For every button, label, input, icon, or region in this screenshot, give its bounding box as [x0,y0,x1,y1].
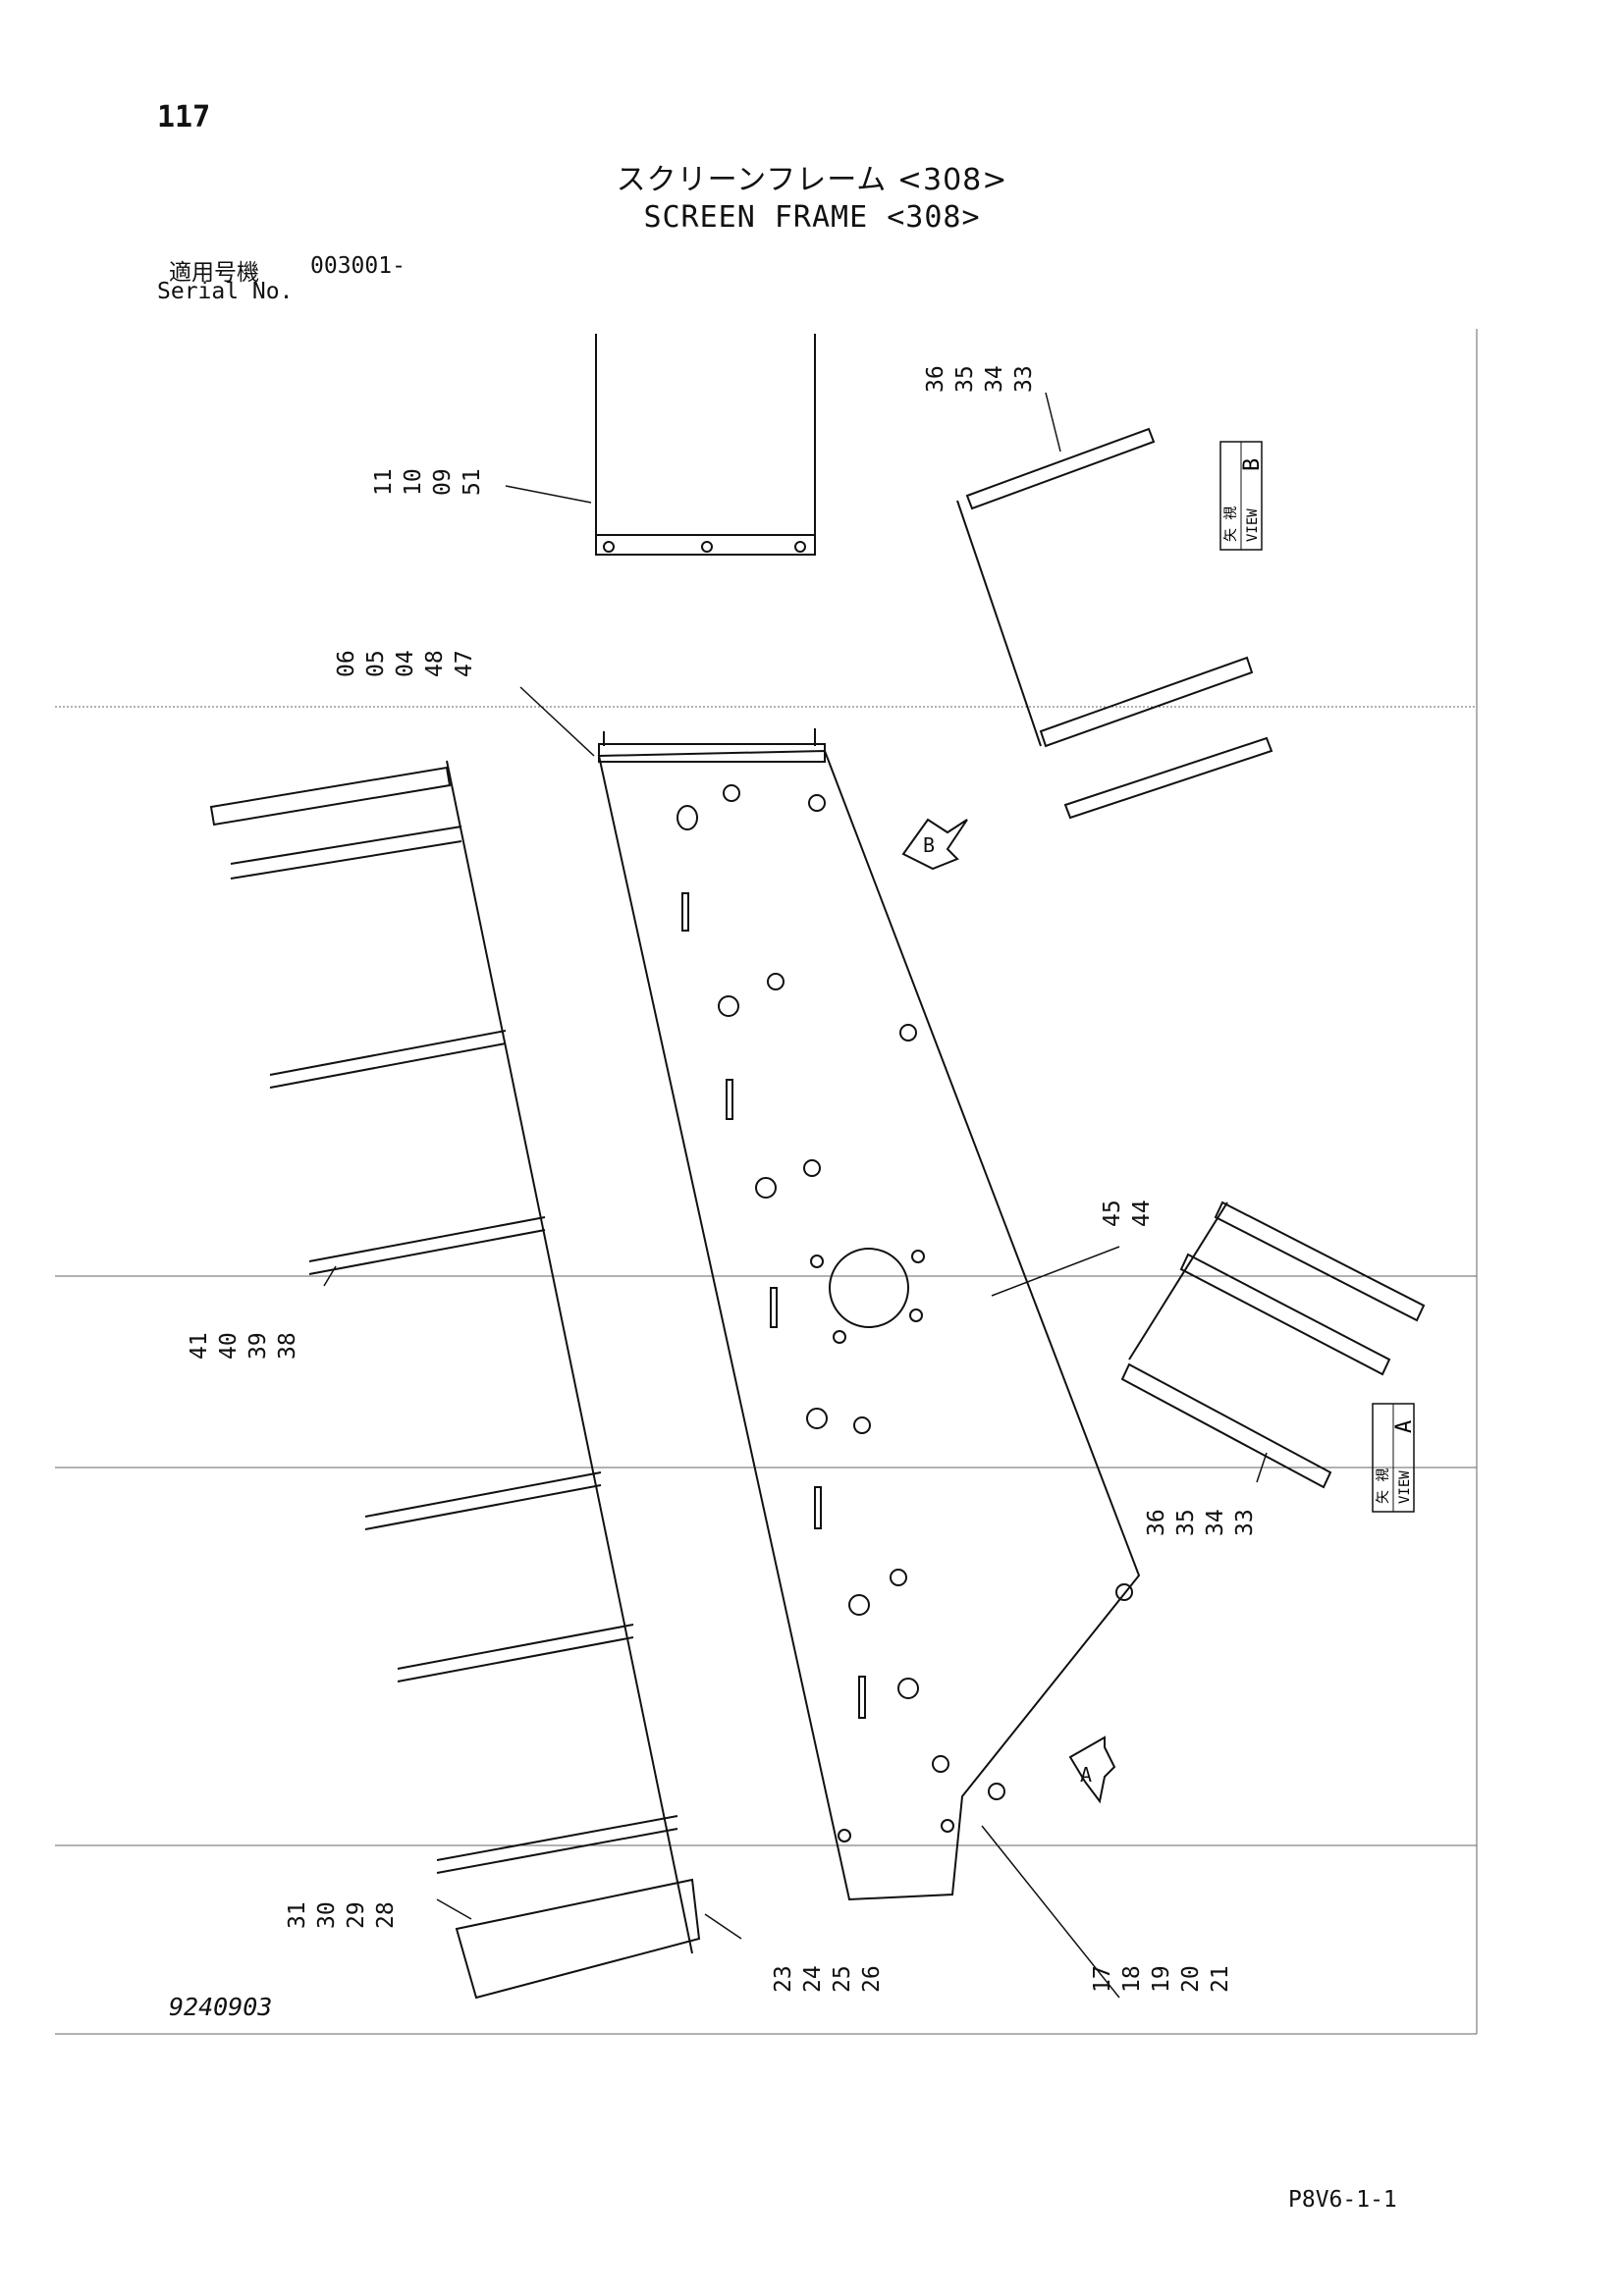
serial-label-english: Serial No. [157,279,294,304]
callout-41-38: 41 40 39 38 [187,1332,300,1360]
view-a-bracket [1120,1201,1426,1489]
callout-label: 35 [952,365,978,393]
main-frame-plate [597,728,1141,1901]
callout-label: 34 [1203,1509,1228,1536]
callout-label: 10 [401,468,426,496]
callout-label: 05 [363,650,389,677]
callout-label: 28 [373,1901,399,1929]
callout-label: 06 [334,650,359,677]
page-number: 117 [157,100,211,134]
callout-label: 47 [452,650,477,677]
view-a-jp: 矢 視 [1376,1468,1391,1504]
callout-label: 39 [245,1332,271,1360]
callout-label: 35 [1173,1509,1199,1536]
callout-label: 36 [1144,1509,1169,1536]
callout-label: 17 [1090,1965,1115,1993]
callout-label: 44 [1129,1200,1155,1227]
callout-label: 11 [371,468,397,496]
callout-45-44: 45 44 [1100,1200,1155,1227]
callout-label: 36 [923,365,948,393]
callout-36-33-right: 36 35 34 33 [1144,1509,1258,1536]
view-a-en: VIEW [1397,1470,1413,1504]
view-a-letter: A [1392,1420,1417,1433]
view-b-box: 矢 視 VIEW B [1219,441,1265,551]
view-b-jp: 矢 視 [1223,507,1239,542]
callout-label: 18 [1119,1965,1145,1993]
callout-label: 29 [344,1901,369,1929]
callout-31-28: 31 30 29 28 [285,1901,399,1929]
callout-label: 19 [1149,1965,1174,1993]
title-english: SCREEN FRAME <308> [643,200,981,235]
view-arrow-a-letter: A [1080,1763,1092,1787]
callout-label: 41 [187,1332,212,1360]
view-arrow-a: A [1068,1735,1116,1804]
view-arrow-b: B [901,818,968,871]
drawing-frame [55,329,1478,2035]
view-b-letter: B [1240,458,1265,471]
callout-label: 38 [275,1332,300,1360]
callout-label: 45 [1100,1200,1125,1227]
callout-06-47: 06 05 04 48 47 [334,650,477,677]
page-code: P8V6-1-1 [1288,2187,1397,2213]
leader-lines [323,392,1268,1999]
callout-label: 25 [830,1965,855,1993]
callout-23-26: 23 24 25 26 [771,1965,885,1993]
callout-17-21: 17 18 19 20 21 [1090,1965,1233,1993]
callout-label: 20 [1178,1965,1204,1993]
serial-label-japanese: 適用号機 [169,260,259,286]
callout-36-33-top: 36 35 34 33 [923,365,1037,393]
callout-label: 30 [314,1901,340,1929]
callout-label: 26 [859,1965,885,1993]
view-arrow-b-letter: B [923,833,935,857]
view-a-box: 矢 視 VIEW A [1372,1403,1417,1513]
callout-label: 21 [1208,1965,1233,1993]
serial-value: 003001- [310,253,406,279]
callout-label: 04 [393,650,418,677]
callout-label: 33 [1232,1509,1258,1536]
callout-label: 40 [216,1332,242,1360]
view-b-bracket [956,427,1273,820]
left-rails [209,760,701,2000]
callout-label: 31 [285,1901,310,1929]
callout-label: 34 [982,365,1007,393]
callout-11-51: 11 10 09 51 [371,468,485,496]
callout-label: 51 [460,468,485,496]
callout-label: 48 [422,650,448,677]
callout-label: 09 [430,468,456,496]
callout-label: 23 [771,1965,796,1993]
title-japanese: スクリーンフレーム <308> [616,163,1008,197]
callout-label: 24 [800,1965,826,1993]
drawing-number: 9240903 [169,1993,273,2021]
callout-label: 33 [1011,365,1037,393]
top-bracket-part [595,334,816,556]
view-b-en: VIEW [1245,508,1261,542]
